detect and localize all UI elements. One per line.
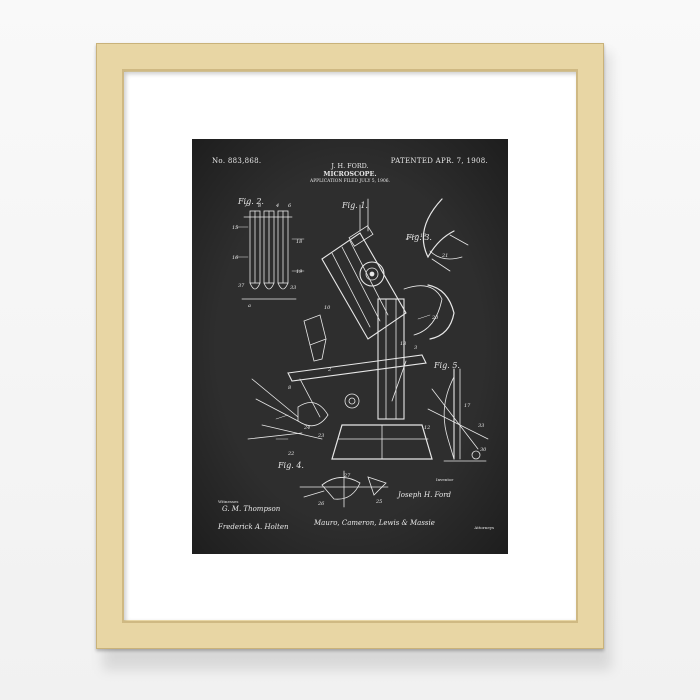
fig2-label: Fig. 2. — [238, 197, 264, 206]
svg-text:17: 17 — [464, 403, 471, 409]
fig1-microscope — [247, 198, 455, 460]
svg-text:4: 4 — [275, 203, 279, 209]
application-filed: APPLICATION FILED JULY 5, 1906. — [310, 179, 390, 184]
svg-text:24: 24 — [303, 425, 310, 431]
svg-text:6: 6 — [288, 203, 292, 209]
svg-text:21: 21 — [441, 253, 448, 259]
fig5-label: Fig. 5. — [434, 361, 460, 370]
fig4-drawing — [299, 470, 389, 508]
svg-text:27: 27 — [343, 473, 351, 479]
fig2-drawing — [241, 210, 297, 300]
witness-signature-1: G. M. Thompson — [222, 505, 281, 513]
svg-text:23: 23 — [317, 433, 324, 439]
reference-ticks — [235, 226, 431, 440]
svg-text:7: 7 — [244, 203, 248, 209]
svg-text:3: 3 — [414, 345, 417, 351]
svg-text:30: 30 — [480, 447, 487, 453]
fig5-drawing — [427, 368, 489, 462]
svg-text:13: 13 — [400, 341, 406, 347]
fig3-drawing — [422, 198, 469, 272]
svg-text:26: 26 — [317, 501, 325, 507]
svg-text:33: 33 — [478, 423, 484, 429]
svg-text:37: 37 — [238, 283, 245, 289]
svg-text:a: a — [248, 303, 251, 309]
svg-text:25: 25 — [375, 499, 382, 505]
svg-text:12: 12 — [424, 425, 430, 431]
patent-number: No. 883,868. — [212, 157, 262, 165]
fig3-label: Fig. 3. — [406, 233, 432, 242]
inventor-name: J. H. FORD. — [331, 162, 369, 170]
inventor-signature: Joseph H. Ford — [398, 491, 452, 499]
attorneys-signature: Mauro, Cameron, Lewis & Massie — [314, 519, 435, 527]
fig4-label: Fig. 4. — [278, 461, 304, 470]
svg-text:20: 20 — [431, 315, 439, 321]
attorneys-label: Attorneys — [474, 525, 494, 530]
svg-text:33: 33 — [290, 285, 296, 291]
svg-text:18: 18 — [296, 239, 302, 245]
patented-date: PATENTED APR. 7, 1908. — [390, 157, 488, 165]
svg-text:8: 8 — [288, 385, 291, 391]
svg-text:19: 19 — [296, 269, 303, 275]
witness-signature-2: Frederick A. Holten — [218, 523, 289, 531]
svg-text:22: 22 — [287, 451, 294, 457]
svg-text:2: 2 — [327, 367, 331, 373]
svg-text:15: 15 — [232, 225, 238, 231]
inventor-label: Inventor — [436, 477, 454, 482]
patent-title: MICROSCOPE. — [323, 170, 377, 178]
svg-text:19: 19 — [420, 233, 427, 239]
svg-text:10: 10 — [324, 305, 331, 311]
svg-text:8: 8 — [258, 203, 261, 209]
fig1-label: Fig. 1. — [342, 201, 368, 210]
svg-text:16: 16 — [232, 255, 239, 261]
witnesses-label: Witnesses — [218, 499, 239, 504]
